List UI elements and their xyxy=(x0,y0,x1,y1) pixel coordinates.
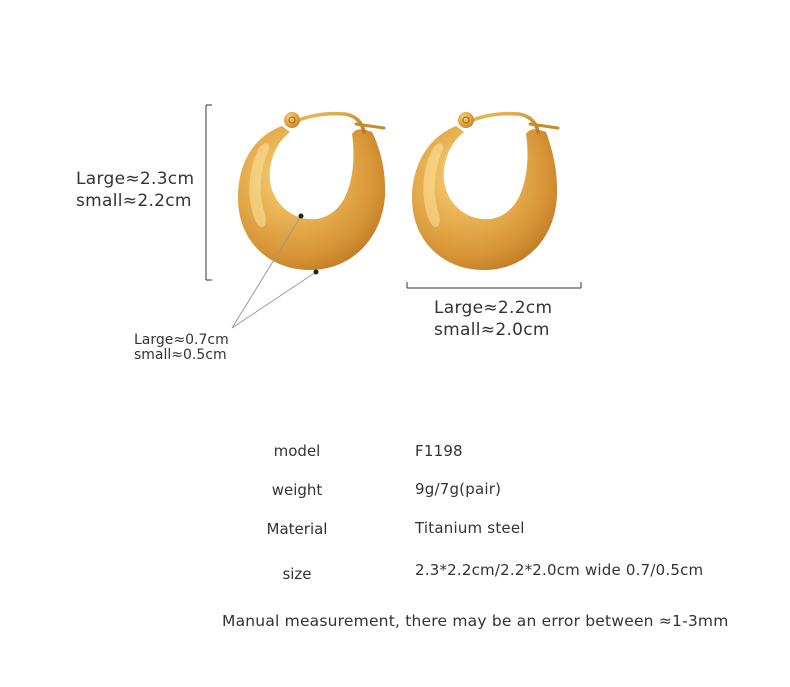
thickness-large-label: Large≈0.7cm xyxy=(134,332,229,348)
spec-value-weight: 9g/7g(pair) xyxy=(415,480,502,498)
right-hinge-detail xyxy=(462,116,470,124)
earrings-illustration xyxy=(205,104,582,329)
right-hoop-highlight xyxy=(423,143,444,228)
thickness-marker-outer xyxy=(313,269,319,275)
spec-label-size: size xyxy=(282,565,312,583)
thickness-marker-inner xyxy=(298,213,304,219)
spec-label-material: Material xyxy=(266,520,328,538)
spec-value-material: Titanium steel xyxy=(415,519,525,537)
left-hinge-detail xyxy=(288,116,296,124)
height-small-label: small≈2.2cm xyxy=(76,191,192,211)
right-hook-wire xyxy=(464,111,540,134)
measurement-note: Manual measurement, there may be an erro… xyxy=(222,612,729,630)
thickness-dimension: Large≈0.7cm small≈0.5cm xyxy=(134,333,229,363)
height-bracket xyxy=(205,104,212,281)
width-dimension: Large≈2.2cm small≈2.0cm xyxy=(434,297,552,341)
left-hoop xyxy=(238,126,386,270)
thickness-small-label: small≈0.5cm xyxy=(134,347,227,363)
spec-value-size: 2.3*2.2cm/2.2*2.0cm wide 0.7/0.5cm xyxy=(415,561,704,579)
right-hinge xyxy=(458,112,474,128)
right-earring xyxy=(412,111,560,270)
thickness-pointers xyxy=(231,213,319,329)
width-bracket xyxy=(406,282,582,289)
left-hook-wire xyxy=(290,111,366,134)
right-hoop xyxy=(412,126,558,270)
spec-value-model: F1198 xyxy=(415,442,463,460)
spec-label-model: model xyxy=(273,442,321,460)
left-hook-tip xyxy=(354,122,386,130)
width-small-label: small≈2.0cm xyxy=(434,320,550,340)
height-large-label: Large≈2.3cm xyxy=(76,169,195,189)
left-hinge xyxy=(284,112,300,128)
right-hook-tip xyxy=(528,122,560,130)
width-large-label: Large≈2.2cm xyxy=(434,298,553,318)
spec-label-weight: weight xyxy=(271,481,323,499)
height-dimension: Large≈2.3cm small≈2.2cm xyxy=(76,168,194,212)
left-hoop-highlight xyxy=(249,143,270,228)
left-earring xyxy=(238,111,386,270)
